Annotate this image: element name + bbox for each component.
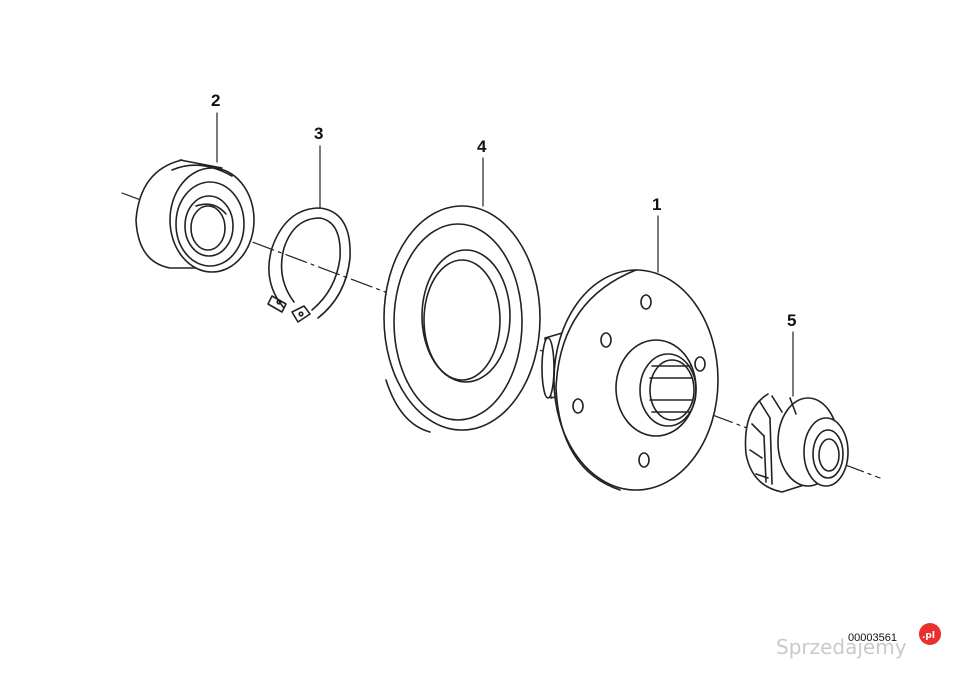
watermark-badge xyxy=(919,623,941,645)
callout-4: 4 xyxy=(477,137,487,156)
circlip xyxy=(267,207,351,323)
callout-1: 1 xyxy=(652,195,661,214)
dust-shield xyxy=(383,205,541,433)
watermark-text: Sprzedajemy xyxy=(776,635,907,659)
wheel-bearing xyxy=(135,159,255,273)
wheel-hub xyxy=(541,269,719,491)
watermark-badge-label: .pl xyxy=(922,631,935,641)
drawing-number: 00003561 xyxy=(848,632,897,644)
callout-5: 5 xyxy=(787,311,796,330)
callout-3: 3 xyxy=(314,124,323,143)
callout-2: 2 xyxy=(211,91,220,110)
collar-nut xyxy=(744,393,849,493)
